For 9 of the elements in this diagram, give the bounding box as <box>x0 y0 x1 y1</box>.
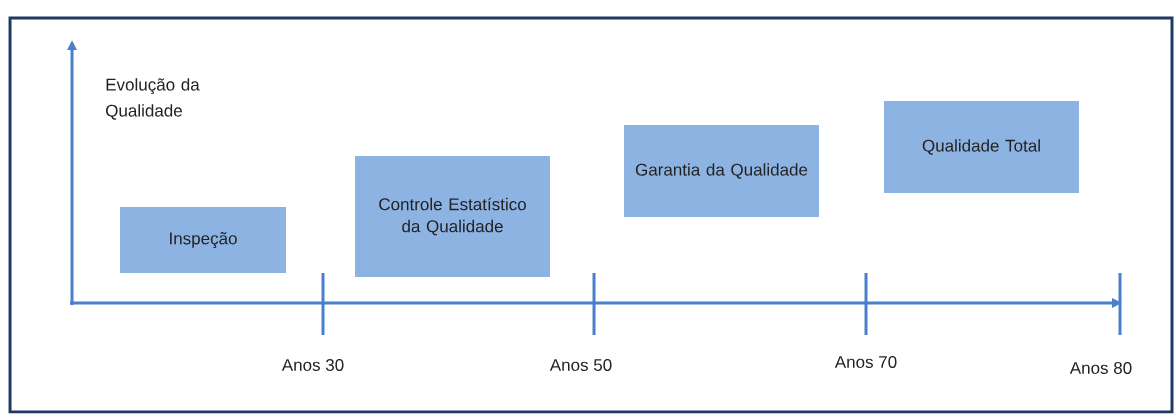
stage-box: Garantia da Qualidade <box>624 125 819 217</box>
stage-box: Controle Estatístico da Qualidade <box>355 156 550 277</box>
tick-label: Anos 50 <box>549 358 612 371</box>
tick-label: Anos 30 <box>281 358 344 371</box>
tick-label: Anos 70 <box>834 355 897 368</box>
axis-title: Evolução da Qualidade <box>106 78 200 120</box>
stage-box: Inspeção <box>120 207 286 273</box>
stage-box: Qualidade Total <box>884 101 1079 193</box>
tick-label: Anos 80 <box>1069 361 1132 374</box>
